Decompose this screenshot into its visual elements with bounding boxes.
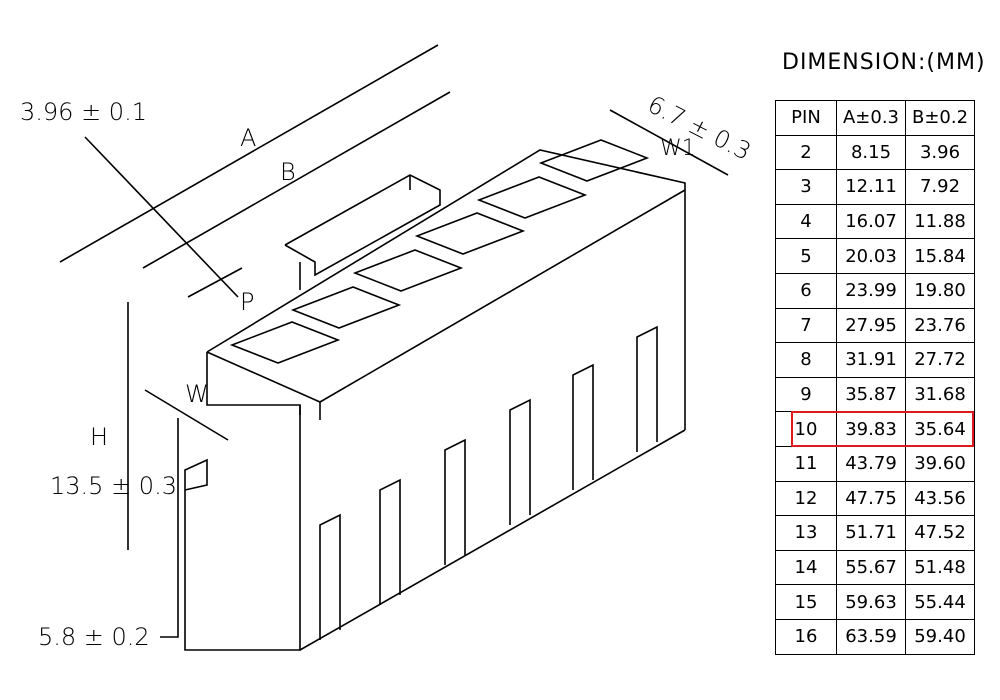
pin-cell: 13 xyxy=(775,515,837,551)
a-cell: 51.71 xyxy=(836,515,906,551)
b-cell: 7.92 xyxy=(905,169,975,205)
a-cell: 16.07 xyxy=(836,203,906,240)
pin-cell: 12 xyxy=(775,480,837,517)
dimension-lines xyxy=(59,44,729,638)
a-cell: 55.67 xyxy=(836,549,906,586)
b-cell: 55.44 xyxy=(905,584,975,620)
pin-cell: 14 xyxy=(775,549,837,586)
header-pin: PIN xyxy=(775,100,837,136)
dimension-a-label: A xyxy=(240,124,257,152)
b-cell: 23.76 xyxy=(905,307,975,344)
pin-cell: 6 xyxy=(775,272,837,309)
a-cell: 27.95 xyxy=(836,307,906,344)
connector-drawing xyxy=(59,44,729,651)
pin-cell: 11 xyxy=(775,445,837,482)
pin-cell: 15 xyxy=(775,584,837,620)
b-cell: 11.88 xyxy=(905,203,975,240)
header-a: A±0.3 xyxy=(836,100,906,136)
b-cell: 51.48 xyxy=(905,549,975,586)
b-cell: 31.68 xyxy=(905,376,975,413)
b-cell: 59.40 xyxy=(905,618,975,655)
b-cell: 19.80 xyxy=(905,272,975,309)
dimension-p-label: P xyxy=(240,288,255,316)
side-ribs xyxy=(319,325,658,640)
height-tolerance-label: 13.5 ± 0.3 xyxy=(50,472,177,500)
pin-cell: 3 xyxy=(775,169,837,205)
pin-cell: 10 xyxy=(775,411,837,447)
a-cell: 43.79 xyxy=(836,445,906,482)
dimension-w1-label: W1 xyxy=(660,136,696,161)
pin-cell: 2 xyxy=(775,134,837,171)
pitch-label: 3.96 ± 0.1 xyxy=(20,98,147,126)
a-cell: 39.83 xyxy=(836,411,906,447)
a-cell: 63.59 xyxy=(836,618,906,655)
bottom-tolerance-label: 5.8 ± 0.2 xyxy=(38,623,150,651)
table-title: DIMENSION:(MM) xyxy=(782,50,986,75)
a-cell: 23.99 xyxy=(836,272,906,309)
dimension-w-label: W xyxy=(185,380,209,408)
pin-cell: 5 xyxy=(775,238,837,274)
pin-cell: 8 xyxy=(775,342,837,378)
table-header-row: PIN A±0.3 B±0.2 xyxy=(775,100,975,136)
pin-cell: 16 xyxy=(775,618,837,655)
a-cell: 20.03 xyxy=(836,238,906,274)
a-cell: 35.87 xyxy=(836,376,906,413)
housing-outline xyxy=(184,149,686,651)
a-cell: 59.63 xyxy=(836,584,906,620)
pin-cell: 4 xyxy=(775,203,837,240)
b-cell: 43.56 xyxy=(905,480,975,517)
cavity-row xyxy=(229,139,650,364)
a-cell: 8.15 xyxy=(836,134,906,171)
dimension-b-label: B xyxy=(280,158,296,186)
a-cell: 31.91 xyxy=(836,342,906,378)
b-cell: 15.84 xyxy=(905,238,975,274)
pin-cell: 7 xyxy=(775,307,837,344)
b-cell: 35.64 xyxy=(905,411,975,447)
header-b: B±0.2 xyxy=(905,100,975,136)
b-cell: 47.52 xyxy=(905,515,975,551)
dimension-h-label: H xyxy=(90,423,109,451)
a-cell: 12.11 xyxy=(836,169,906,205)
pin-cell: 9 xyxy=(775,376,837,413)
a-cell: 47.75 xyxy=(836,480,906,517)
b-cell: 39.60 xyxy=(905,445,975,482)
b-cell: 3.96 xyxy=(905,134,975,171)
b-cell: 27.72 xyxy=(905,342,975,378)
